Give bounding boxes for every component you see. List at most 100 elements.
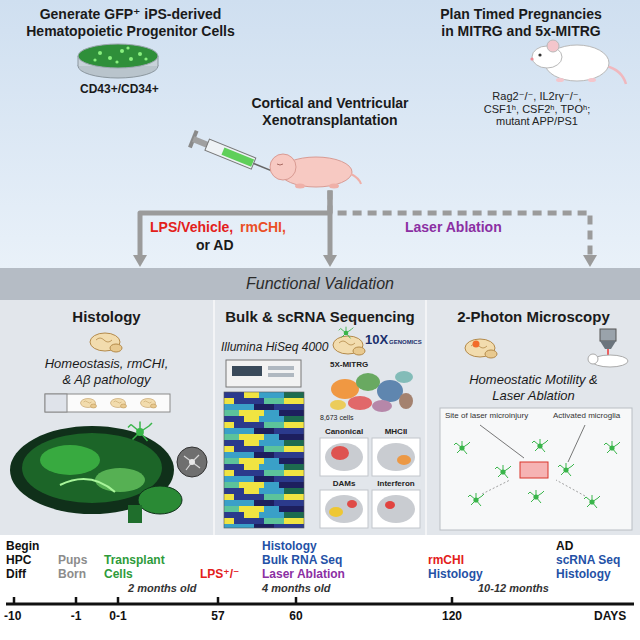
- ablation-schematic: [440, 408, 632, 530]
- petri-dish: [98, 51, 102, 55]
- logo-text: 10X: [365, 333, 388, 348]
- brain-icon: [465, 339, 497, 358]
- timeline-axis: [6, 603, 634, 606]
- timeline-event: Transplant Cells: [104, 554, 176, 582]
- feature-plot: [347, 500, 357, 508]
- sequencer: [226, 360, 301, 387]
- brain-icon: [339, 327, 353, 339]
- timeline-event: scRNA Seq: [556, 554, 620, 568]
- pup-drawing: [329, 184, 339, 189]
- umap-plot: [330, 371, 413, 412]
- brain-icon: [333, 327, 365, 355]
- umap-plot: [377, 380, 403, 402]
- slide-rack: [111, 399, 127, 409]
- brain-section: [95, 468, 145, 492]
- top-panel-ground: [0, 0, 640, 268]
- petri-dish: [78, 44, 158, 78]
- slide-rack: [45, 394, 170, 412]
- tick-number: 120: [437, 610, 467, 624]
- syringe-drawing: [205, 139, 256, 169]
- panel-ground: [215, 300, 425, 535]
- panel-ground: [0, 300, 213, 535]
- microscope-drawing: [588, 329, 628, 367]
- feature-plot: [331, 446, 349, 460]
- pup-drawing: [295, 184, 305, 189]
- mouse-drawing: [588, 78, 596, 82]
- petri-dish: [93, 58, 96, 61]
- mouse-drawing: [547, 40, 559, 52]
- feature-plot: [325, 443, 363, 471]
- timeline-event: Bulk RNA Seq: [262, 554, 342, 568]
- mouse-drawing: [538, 53, 541, 56]
- feature-plot: [320, 438, 368, 476]
- timeline-ground: [0, 535, 640, 640]
- node-subtitle: Homeostasis, rmCHI, & Aβ pathology: [42, 356, 172, 387]
- timeline-axis: [295, 597, 298, 604]
- tick-number: 57: [203, 610, 233, 624]
- feature-plot: [325, 495, 363, 523]
- sequencer: [232, 366, 262, 376]
- timeline-axis: [217, 597, 220, 604]
- callout-label: Site of laser microinjury: [445, 411, 528, 420]
- umap-plot: [372, 400, 392, 412]
- feature-plot: [377, 495, 415, 523]
- timeline-event: Pups Born: [58, 554, 98, 582]
- ablation-schematic: [604, 441, 620, 454]
- slide-rack: [45, 394, 170, 412]
- feature-plot: [320, 490, 368, 528]
- umap-plot: [348, 396, 372, 410]
- plot-title: 5X-MITRG: [330, 360, 368, 369]
- slide-rack: [81, 399, 97, 409]
- condition-label: Laser Ablation: [405, 219, 502, 235]
- ablation-schematic: [528, 490, 544, 503]
- logo-text: GENOMICS: [389, 339, 422, 346]
- method-panel: HistologyHomeostasis, rmCHI, & Aβ pathol…: [0, 300, 213, 535]
- timeline-axis: [451, 597, 454, 604]
- heatmap: [224, 392, 304, 528]
- timeline-axis: [75, 597, 78, 604]
- ablation-schematic: [532, 439, 548, 452]
- ablation-schematic: [584, 495, 600, 508]
- axis-unit: DAYS: [594, 610, 626, 624]
- petri-dish: [129, 57, 133, 61]
- slide-rack: [141, 399, 157, 409]
- timeline-axis: [13, 597, 16, 604]
- pup-drawing: [277, 164, 283, 165]
- microscope-drawing: [600, 341, 616, 349]
- petri-dish: [144, 57, 147, 60]
- mouse-drawing: [606, 66, 626, 84]
- flow-arrow: [140, 191, 330, 255]
- feature-plot: [397, 455, 411, 465]
- timeline-axis: [117, 597, 120, 604]
- sequencer: [268, 373, 294, 377]
- timeline-event: AD: [556, 540, 573, 554]
- sequencer: [268, 366, 294, 370]
- tick-number: 0-1: [103, 610, 133, 624]
- brain-section: [138, 486, 182, 514]
- feature-plot: [329, 507, 343, 517]
- node-title: Bulk & scRNA Sequencing: [215, 308, 425, 326]
- ablation-schematic: [440, 408, 632, 530]
- tick-number: 60: [281, 610, 311, 624]
- feature-plot: [372, 490, 420, 528]
- brain-section: [40, 445, 100, 475]
- timeline-event: Laser Ablation: [262, 568, 345, 582]
- node-title: Histology: [0, 308, 213, 326]
- pup-drawing: [270, 154, 296, 180]
- brain-icon: [465, 339, 497, 358]
- node-title: Generate GFP⁺ iPS-derived Hematopoietic …: [18, 6, 243, 40]
- slide-rack: [45, 394, 67, 412]
- feature-plot: [372, 438, 420, 476]
- genotype-label: Rag2⁻/⁻, IL2rγ⁻/⁻, CSF1ʰ, CSF2ʰ, TPOʰ; m…: [478, 90, 596, 128]
- umap-plot: [356, 373, 380, 391]
- ablation-schematic: [454, 441, 470, 454]
- microglia-zoom: [189, 459, 195, 465]
- brain-icon: [90, 333, 122, 352]
- marker-label: CD43+/CD34+: [80, 83, 159, 97]
- feature-plot: [385, 501, 395, 509]
- condition-label: or AD: [196, 237, 234, 253]
- step-heading: Generate GFP⁺ iPS-derived Hematopoietic …: [18, 6, 243, 40]
- brain-section: [128, 505, 142, 523]
- node-subtitle: Homeostatic Motility & Laser Ablation: [459, 372, 609, 403]
